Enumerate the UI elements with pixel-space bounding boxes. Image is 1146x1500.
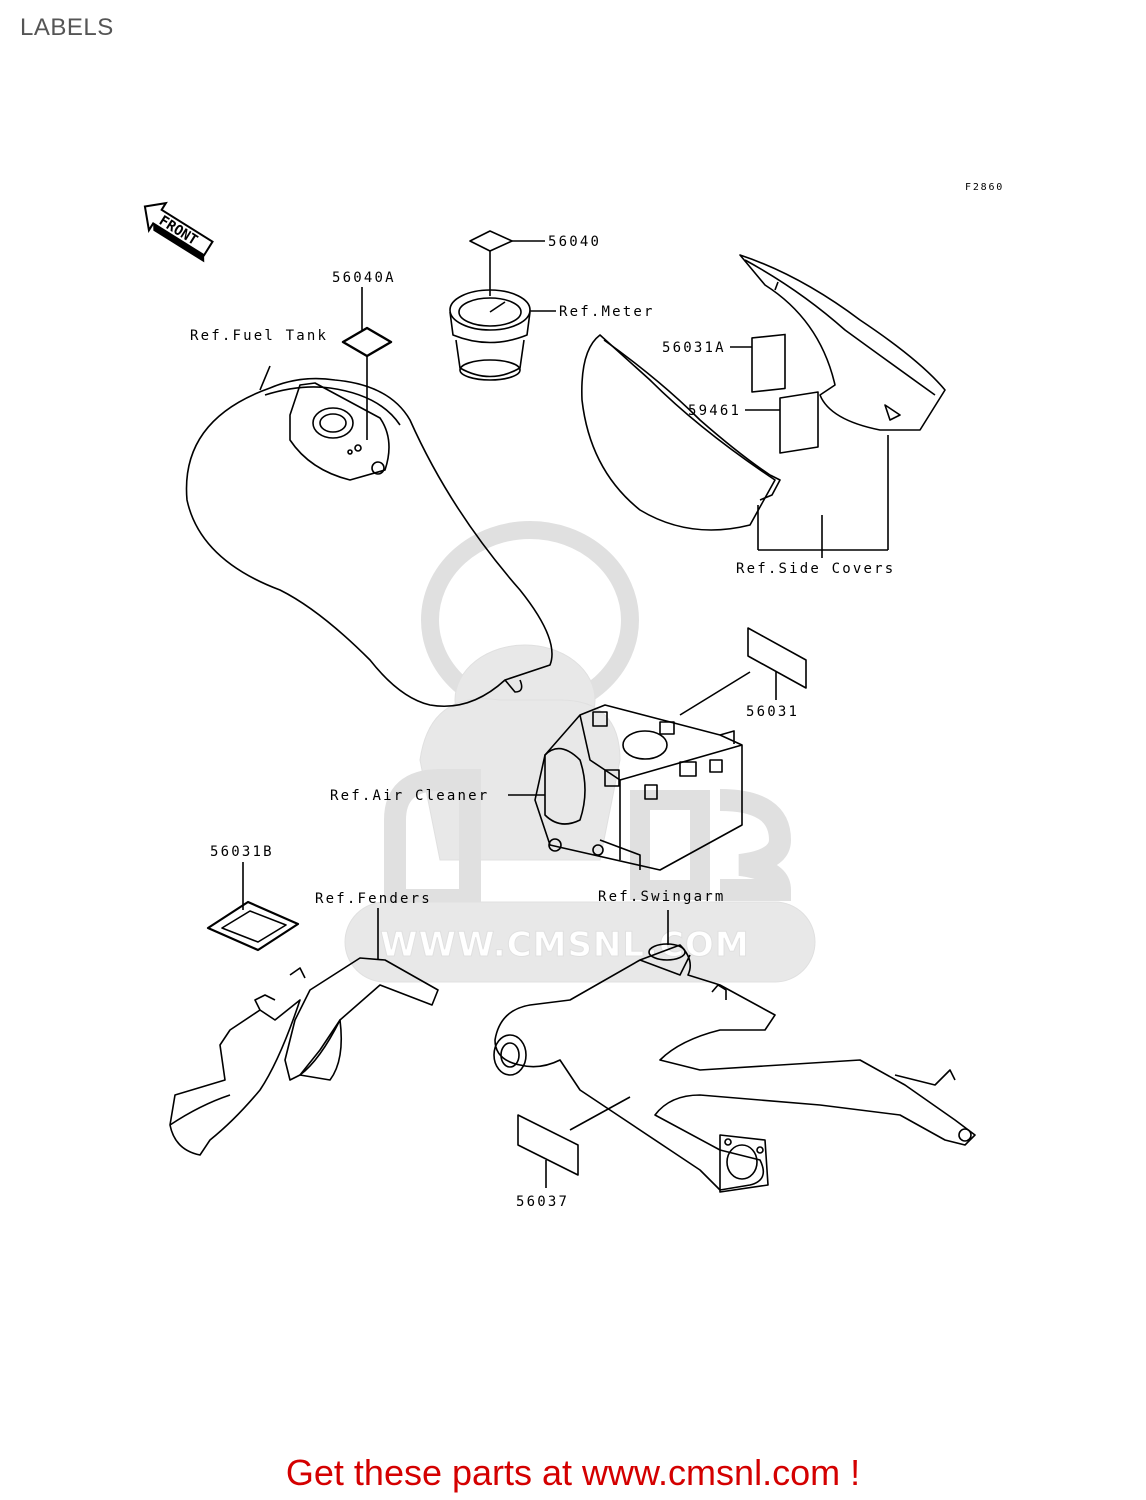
fuel-tank-drawing — [185, 365, 553, 708]
swingarm-drawing — [493, 910, 976, 1193]
label-59461: 59461 — [688, 403, 741, 419]
air-cleaner-drawing — [508, 704, 743, 871]
label-ref-air-cleaner: Ref.Air Cleaner — [330, 788, 489, 804]
label-ref-swingarm: Ref.Swingarm — [598, 889, 726, 905]
fenders-drawing — [169, 908, 439, 1156]
label-ref-fenders: Ref.Fenders — [315, 891, 432, 907]
cms-watermark: WWW.CMSNL.COM — [344, 521, 816, 983]
label-59461-shape — [745, 391, 819, 454]
label-56031B-shape — [206, 862, 300, 952]
label-56040-shape — [469, 230, 545, 296]
front-arrow-icon: FRONT — [143, 201, 214, 263]
label-56040A: 56040A — [332, 270, 396, 286]
label-56031A: 56031A — [662, 340, 726, 356]
page-title: LABELS — [20, 14, 114, 41]
side-covers-bracket — [757, 435, 889, 558]
label-56031A-shape — [730, 333, 786, 393]
label-ref-fuel-tank: Ref.Fuel Tank — [190, 328, 328, 344]
label-56031B: 56031B — [210, 844, 274, 860]
watermark-url: WWW.CMSNL.COM — [380, 925, 750, 965]
label-56037-shape — [517, 1114, 579, 1188]
meter-drawing — [449, 289, 556, 381]
figure-code: F2860 — [965, 182, 1004, 193]
label-56031-shape — [679, 627, 807, 716]
footer-link-text[interactable]: Get these parts at www.cmsnl.com ! — [285, 1452, 861, 1493]
label-ref-side-covers: Ref.Side Covers — [736, 561, 895, 577]
label-56040A-shape — [341, 287, 393, 440]
label-56040: 56040 — [548, 234, 601, 250]
label-56031: 56031 — [746, 704, 799, 720]
side-covers-drawing — [581, 254, 946, 531]
label-ref-meter: Ref.Meter — [559, 304, 655, 320]
label-56037: 56037 — [516, 1194, 569, 1210]
